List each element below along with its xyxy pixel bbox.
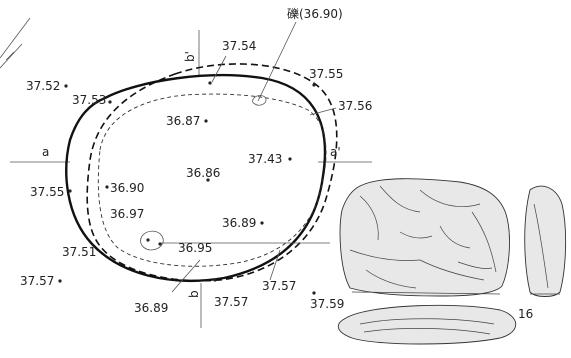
elevation-label: 36.97 bbox=[110, 207, 144, 221]
pit-outline-lower bbox=[86, 63, 338, 282]
elevation-label: 37.55 bbox=[309, 67, 343, 81]
artifact-drawing bbox=[337, 178, 567, 345]
small-stone-cluster bbox=[140, 230, 164, 251]
section-label-b: b bbox=[187, 290, 201, 298]
elevation-label: 37.53 bbox=[72, 93, 106, 107]
elevation-label: 37.55 bbox=[30, 185, 64, 199]
elevation-label: 37.56 bbox=[338, 99, 372, 113]
stone-label: 礫(36.90) bbox=[287, 6, 343, 21]
elevation-label: 37.51 bbox=[62, 245, 96, 259]
leader-line-37-56 bbox=[309, 107, 337, 116]
elevation-label: 37.54 bbox=[222, 39, 256, 53]
elevation-label: 36.95 bbox=[178, 241, 212, 255]
stone-outline bbox=[252, 95, 267, 106]
stone-leader-line bbox=[257, 21, 297, 102]
pit-outline-upper bbox=[65, 74, 327, 282]
elevation-label: 37.52 bbox=[26, 79, 60, 93]
elevation-label: 37.57 bbox=[20, 274, 54, 288]
leader-line-36-89 bbox=[171, 259, 201, 293]
elevation-label: 36.89 bbox=[222, 216, 256, 230]
elevation-label: 36.87 bbox=[166, 114, 200, 128]
elevation-label: 37.59 bbox=[310, 297, 344, 311]
artifact-number: 16 bbox=[518, 307, 533, 321]
north-arrow-icon bbox=[0, 17, 31, 69]
pit-bottom-outline bbox=[97, 93, 327, 267]
leader-line-37-54 bbox=[211, 55, 227, 83]
elevation-label: 36.89 bbox=[134, 301, 168, 315]
elevation-label: 37.43 bbox=[248, 152, 282, 166]
elevation-label: 37.57 bbox=[262, 279, 296, 293]
elevation-points bbox=[58, 81, 316, 295]
leader-line-37-57 bbox=[269, 249, 281, 281]
elevation-label: 37.57 bbox=[214, 295, 248, 309]
section-label-a-prime: a' bbox=[330, 145, 341, 159]
section-label-b-prime: b' bbox=[183, 51, 197, 62]
elevation-label: 36.86 bbox=[186, 166, 220, 180]
section-label-a: a bbox=[42, 145, 49, 159]
elevation-label: 36.90 bbox=[110, 181, 144, 195]
